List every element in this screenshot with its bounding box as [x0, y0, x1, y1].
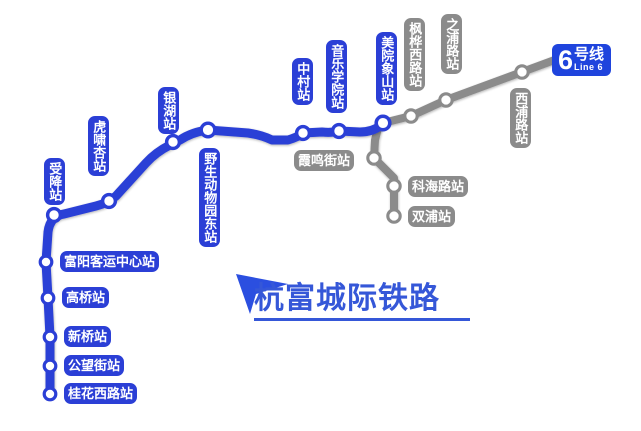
station-node-fuyangkeyunzhongxin[interactable] — [38, 254, 54, 270]
station-node-huxiaoxing[interactable] — [100, 192, 118, 210]
station-node-xiamingjie[interactable] — [366, 150, 382, 166]
title-underline — [254, 318, 470, 321]
station-node-xipulu[interactable] — [514, 64, 530, 80]
gray-station-nodes — [366, 64, 530, 224]
station-label-gongwangjie[interactable]: 公望街站 — [64, 355, 125, 377]
station-node-gaoqiao[interactable] — [40, 290, 56, 306]
title-block: 杭富城际铁路 — [254, 282, 470, 321]
station-label-meiyuanxiangshan[interactable]: 美院象山站 — [376, 32, 398, 105]
station-node-yinhu[interactable] — [164, 133, 182, 151]
station-node-shoujiang[interactable] — [45, 206, 63, 224]
station-label-guihuaxilu[interactable]: 桂花西路站 — [64, 383, 138, 405]
station-label-zhipulu[interactable]: 之浦路站 — [441, 14, 463, 74]
station-node-yeshengdongwuyuandong[interactable] — [199, 121, 217, 139]
station-label-xipulu[interactable]: 西浦路站 — [510, 88, 532, 148]
line-6-badge[interactable]: 6 号线 Line 6 — [552, 44, 612, 76]
station-label-yeshengdongwuyuandong[interactable]: 野生动物园东站 — [199, 148, 221, 247]
station-node-xinqiao[interactable] — [42, 329, 58, 345]
station-label-xinqiao[interactable]: 新桥站 — [64, 326, 112, 348]
station-label-fenghuaxilu[interactable]: 枫桦西路站 — [404, 18, 426, 91]
line-6-number: 6 — [558, 45, 573, 75]
line-6-english: Line 6 — [574, 62, 604, 72]
station-label-kehailu[interactable]: 科海路站 — [408, 176, 469, 198]
station-label-xiamingjie[interactable]: 霞鸣街站 — [294, 150, 355, 172]
station-node-fenghuaxilu[interactable] — [403, 108, 419, 124]
station-node-gongwangjie[interactable] — [42, 358, 58, 374]
station-node-meiyuanxiangshan[interactable] — [374, 114, 392, 132]
station-node-kehailu[interactable] — [386, 178, 402, 194]
line-6-suffix: 号线 — [574, 46, 605, 63]
station-label-huxiaoxing[interactable]: 虎啸杏站 — [88, 116, 110, 176]
blue-station-nodes — [38, 114, 392, 402]
page-title: 杭富城际铁路 — [254, 282, 440, 315]
station-label-zhongcun[interactable]: 中村站 — [292, 58, 314, 105]
station-label-yinhu[interactable]: 银湖站 — [158, 87, 180, 134]
station-node-zhongcun[interactable] — [294, 124, 312, 142]
station-label-shoujiang[interactable]: 受降站 — [44, 158, 66, 205]
station-node-yinyuexueyuan[interactable] — [330, 122, 348, 140]
station-node-zhipulu[interactable] — [438, 92, 454, 108]
station-label-yinyuexueyuan[interactable]: 音乐学院站 — [326, 40, 348, 113]
pointer-arrow-icon — [236, 274, 288, 314]
station-label-fuyangkeyunzhongxin[interactable]: 富阳客运中心站 — [60, 251, 160, 273]
station-node-guihuaxilu[interactable] — [42, 386, 58, 402]
line-6-text-stack: 号线 Line 6 — [574, 47, 604, 73]
station-label-gaoqiao[interactable]: 高桥站 — [62, 287, 110, 309]
station-label-shuangpu[interactable]: 双浦站 — [408, 206, 456, 228]
station-node-shuangpu[interactable] — [386, 208, 402, 224]
